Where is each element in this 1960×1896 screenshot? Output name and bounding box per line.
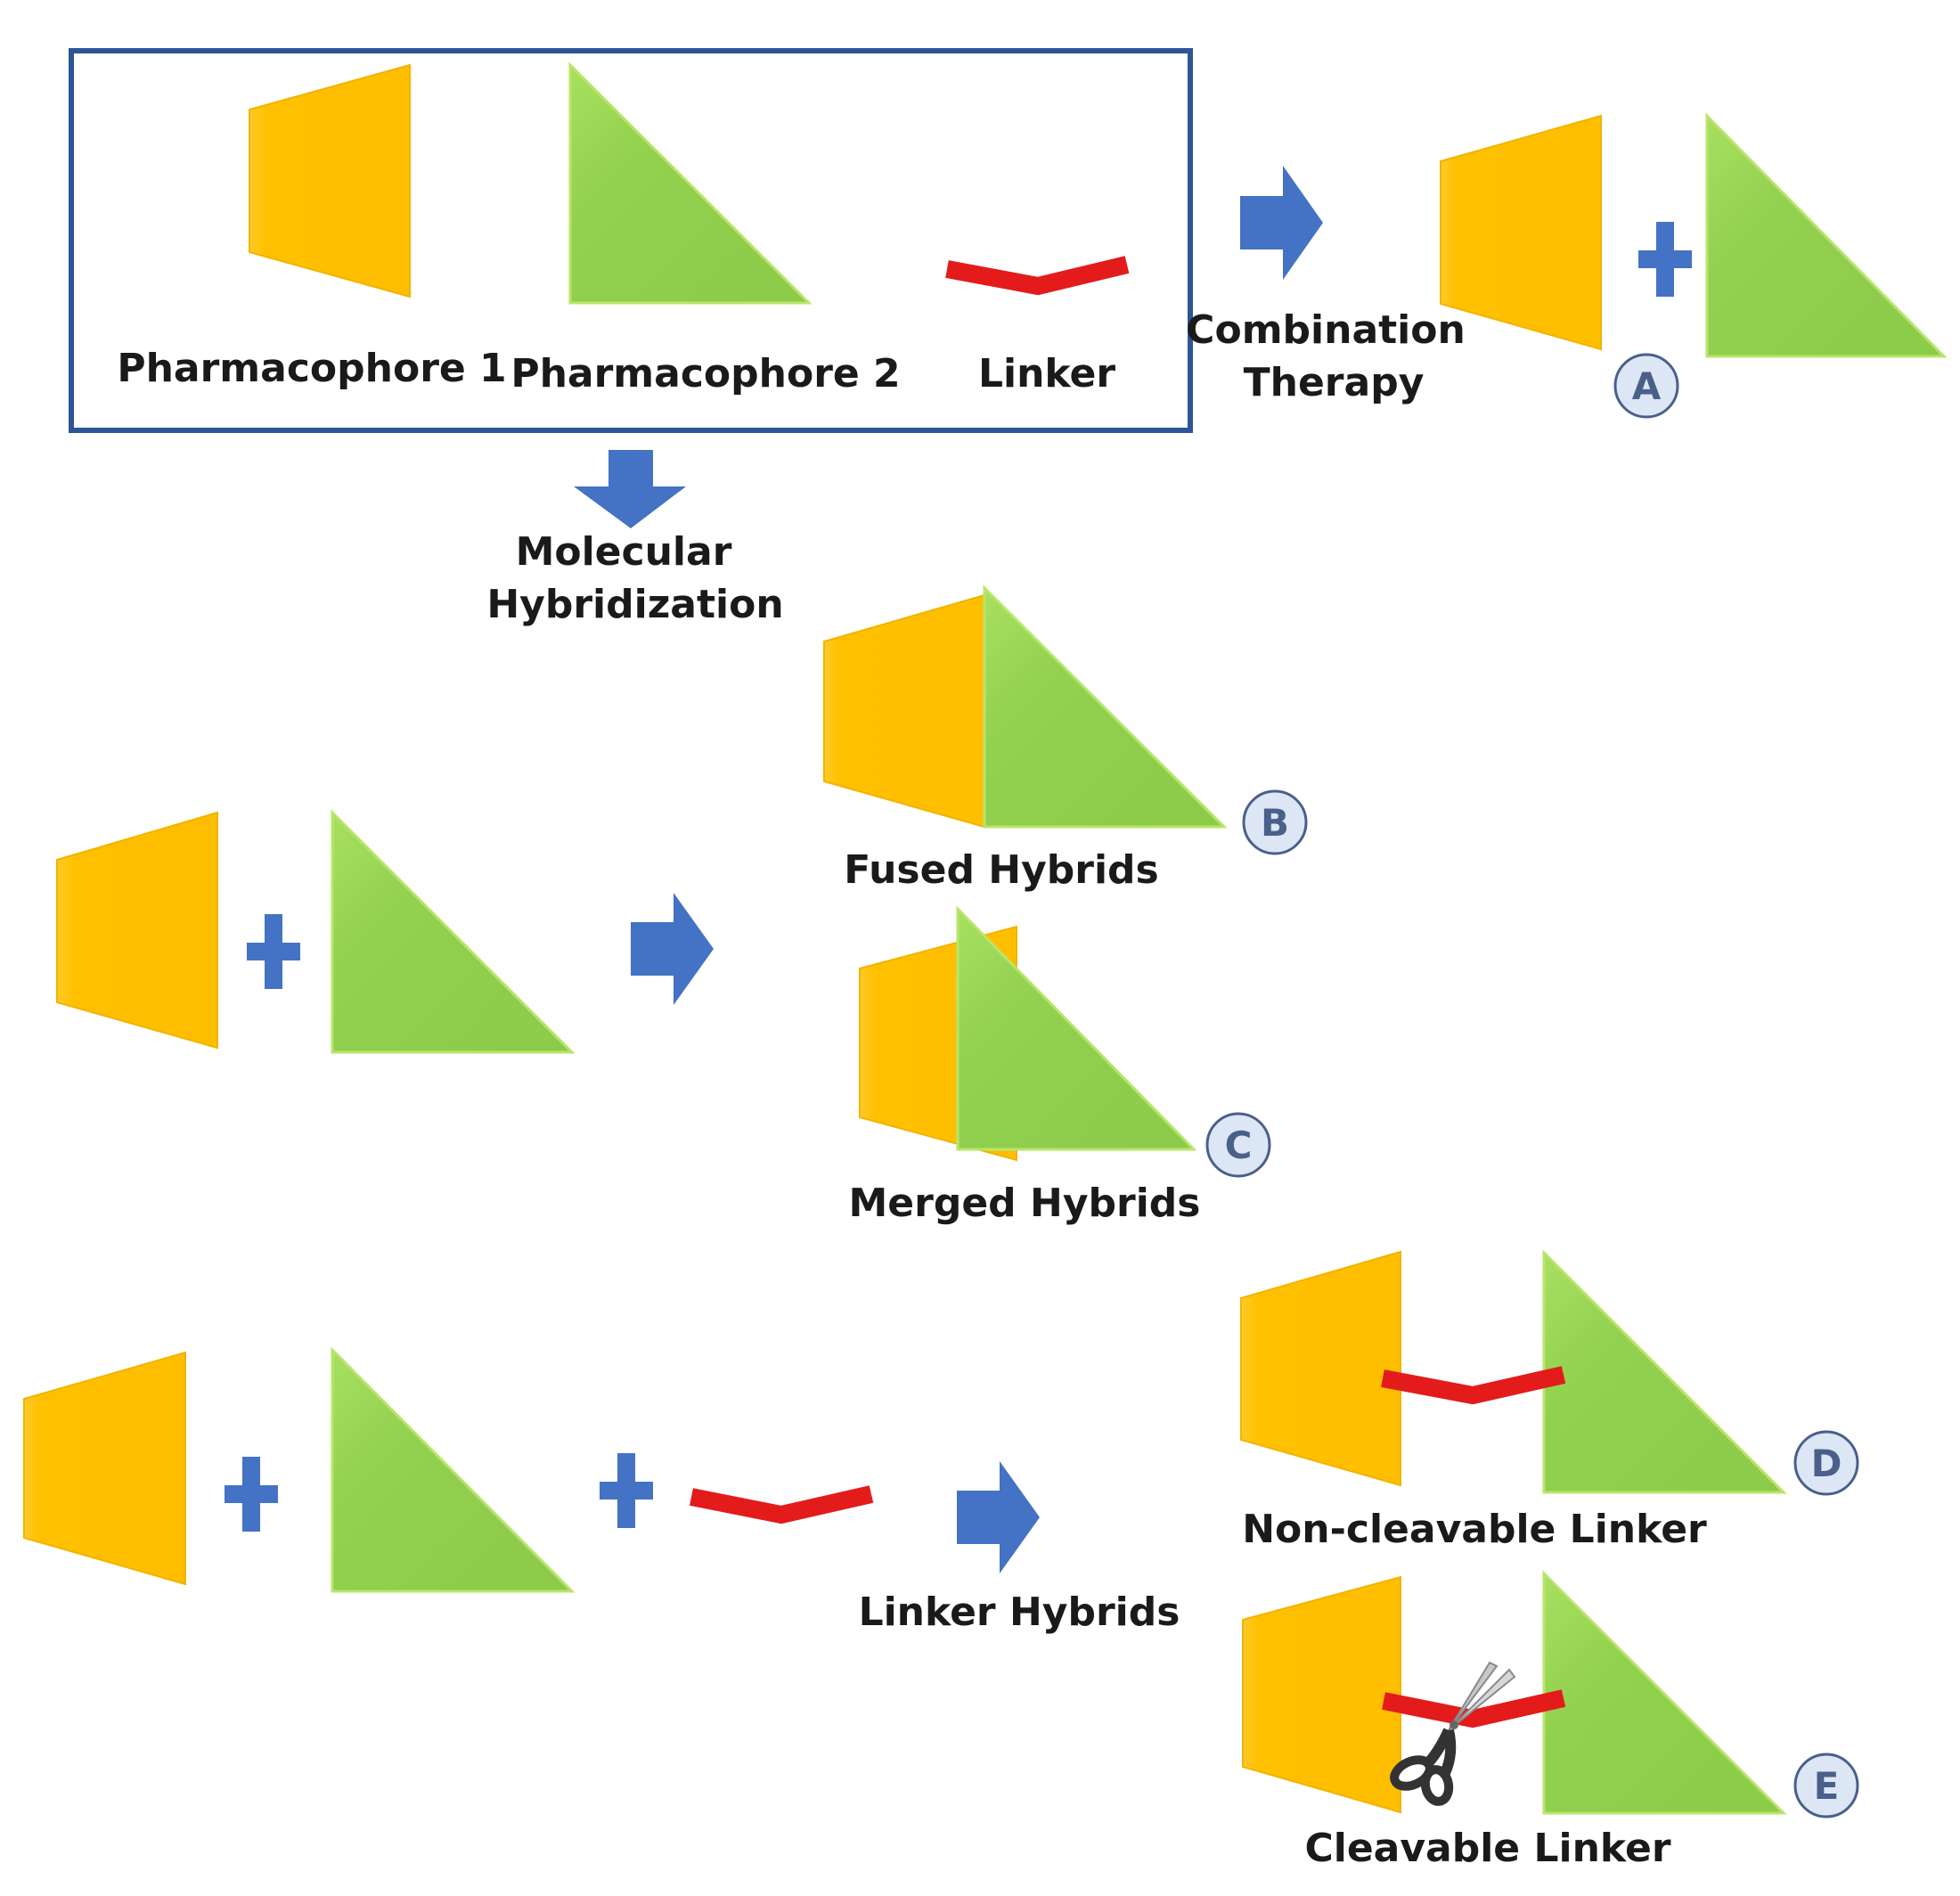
cleavable-linker-label: Cleavable Linker (1304, 1826, 1670, 1871)
pharmacophore-1-shape (249, 63, 411, 298)
molecular-hybridization-arrow-icon (574, 450, 686, 528)
badge-c-letter: C (1225, 1124, 1253, 1167)
fused-pharmacophore-1-shape (823, 593, 985, 829)
linker-input-plus-icon-2 (600, 1453, 653, 1528)
fused-hybrids-label: Fused Hybrids (844, 847, 1159, 893)
linker-hybrids-label: Linker Hybrids (859, 1590, 1180, 1635)
non-cleavable-linker-shape (1381, 1366, 1566, 1405)
cleavable-pharmacophore-2-shape (1542, 1570, 1787, 1815)
non-cleavable-linker-label: Non-cleavable Linker (1242, 1507, 1707, 1552)
hybridization-input-pharmacophore-1-shape (56, 811, 218, 1050)
badge-b (1242, 789, 1308, 855)
pharmacophore-2-shape (568, 61, 813, 305)
hybridization-input-plus-icon (247, 914, 300, 989)
pharmacophore-1-label: Pharmacophore 1 (117, 346, 506, 391)
linker-shape (945, 256, 1130, 296)
result-a-plus-icon (1638, 222, 1692, 297)
badge-d (1793, 1430, 1859, 1496)
linker-hybrids-arrow-icon (957, 1461, 1040, 1573)
molecular-hybridization-label-line1: Molecular (516, 529, 732, 575)
linker-input-linker-shape (690, 1485, 874, 1524)
merged-hybrids-label: Merged Hybrids (849, 1181, 1201, 1226)
non-cleavable-pharmacophore-1-shape (1240, 1250, 1401, 1487)
badge-e-letter: E (1814, 1764, 1840, 1808)
non-cleavable-pharmacophore-2-shape (1542, 1249, 1787, 1494)
combination-therapy-label-line1: Combination (1186, 307, 1466, 353)
hybridization-arrow-icon (631, 893, 714, 1005)
legend-box (69, 48, 1193, 433)
result-a-pharmacophore-1-shape (1440, 114, 1602, 351)
badge-c (1205, 1112, 1271, 1178)
combination-therapy-label-line2: Therapy (1244, 360, 1425, 405)
merged-pharmacophore-2-shape (956, 905, 1197, 1151)
fused-pharmacophore-2-shape (983, 584, 1228, 829)
pharmacophore-2-label: Pharmacophore 2 (510, 351, 900, 396)
linker-input-plus-icon-1 (225, 1457, 278, 1532)
cleavable-pharmacophore-1-shape (1242, 1575, 1401, 1814)
result-a-pharmacophore-2-shape (1705, 112, 1948, 358)
molecular-hybridization-label-line2: Hybridization (486, 582, 783, 627)
cleavable-linker-shape (1382, 1689, 1566, 1728)
badge-e (1793, 1753, 1859, 1818)
linker-input-pharmacophore-1-shape (23, 1351, 186, 1586)
scissors-icon (1390, 1661, 1516, 1806)
linker-label: Linker (978, 351, 1115, 396)
hybridization-input-pharmacophore-2-shape (331, 809, 576, 1054)
badge-a-letter: A (1632, 364, 1662, 408)
badge-a (1613, 353, 1679, 419)
badge-b-letter: B (1261, 801, 1289, 845)
badge-d-letter: D (1811, 1442, 1842, 1485)
linker-input-pharmacophore-2-shape (331, 1346, 576, 1593)
combination-therapy-arrow-icon (1240, 166, 1323, 280)
